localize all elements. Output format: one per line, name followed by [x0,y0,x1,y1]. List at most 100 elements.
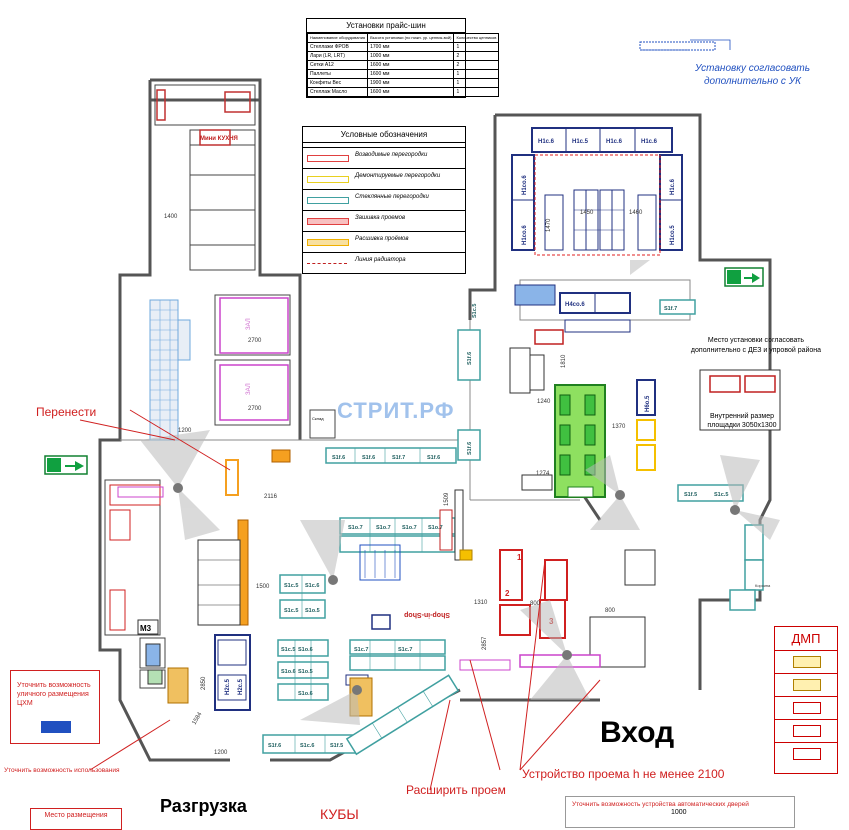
doors-note: Уточнить возможность устройства автомати… [572,801,749,808]
dmp-item [775,720,837,743]
dmp-item [775,651,837,674]
shelf-label: H2c.5 [225,678,231,695]
cell: Паллеты [306,69,369,79]
s-label: S1c.6 [305,583,319,589]
opening-note: Устройство проема h не менее 2100 [522,767,725,781]
dim: 2857 [482,636,488,650]
svg-text:ЗАЛ: ЗАЛ [246,318,252,330]
legend-item: Стеклянные перегородки [303,189,465,210]
legend-title: Условные обозначения [303,127,465,143]
s-label: S1c.5 [714,492,728,498]
cell: 1600 мм [367,60,455,70]
s-label: S1o.5 [305,608,320,614]
legend-label: Возводимые перегородки [355,152,428,158]
note-uk: Установку согласовать дополнительно с УК [694,63,811,87]
place-box: Место размещения [30,808,122,830]
cell: 1900 мм [367,78,455,88]
dim: 1460 [629,210,643,216]
place-note: Место размещения [44,812,108,819]
dmp-item [775,743,837,765]
basket-label: Корзина [755,583,771,588]
legend-item: Расшивка проёмов [303,231,465,252]
shelf-label: H4co.6 [565,302,585,308]
note-inner-size: Внутренний размер площадки 3050х1300 [707,413,777,429]
shelf-label: H1c.6 [538,139,555,145]
s-label: S1f.5 [330,743,343,749]
dim: 2850 [201,676,207,690]
tsxm-icon [41,721,71,733]
s-label: S1f.7 [392,455,405,461]
cell: 1 [453,78,500,88]
tsxm-note: Уточнить возможность уличного размещения… [17,682,91,707]
s-label: S1f.6 [332,455,345,461]
s-label: S1f.7 [664,306,677,312]
shelf-label: H1c.6 [670,178,676,195]
shelf-label: H2c.5 [238,678,244,695]
dim: 800 [530,601,541,607]
legend-item: Возводимые перегородки [303,147,465,168]
s-label: S1f.5 [684,492,697,498]
dim: 1450 [580,210,594,216]
svg-text:1: 1 [517,553,522,562]
watermark: СТРИТ.РФ [337,398,455,423]
s-label: S1o.5 [298,669,313,675]
shelf-label: H1co.6 [522,175,528,195]
cell: Конфеты Вес [306,78,369,88]
s-label: S1c.5 [284,583,298,589]
cell: 1700 мм [367,42,455,52]
s-label: S1c.5 [472,304,478,318]
legend: Условные обозначения Возводимые перегоро… [302,126,466,274]
s-label: S1c.7 [354,647,368,653]
s-label: S1o.7 [376,525,391,531]
dmp-legend: ДМП [774,626,838,774]
m3-label: М3 [140,624,152,633]
cell: 1 [453,87,500,97]
cell: 2 [453,51,500,61]
s-label: S1o.6 [298,691,313,697]
cell: 2 [453,60,500,70]
s-label: S1c.6 [300,743,314,749]
shelf-label: H1co.5 [670,225,676,245]
widen-note: Расширить проем [406,783,506,797]
dim: 2700 [248,338,262,344]
cell: 1 [453,42,500,52]
legend-item: Демонтируемые перегородки [303,168,465,189]
legend-label: Демонтируемые перегородки [355,173,441,179]
shop-in-shop-label: Shop-in-Shop [404,611,450,618]
dim: 1509 [444,492,450,506]
cell: Лари (LR, LRT) [306,51,369,61]
dim: 2700 [248,406,262,412]
dim: 1200 [178,428,192,434]
s-label: S1f.6 [467,442,473,455]
s-label: S1o.6 [298,647,313,653]
shelf-label: H6o.5 [645,395,651,412]
shelf-label: H1co.6 [522,225,528,245]
dim-1000: 1000 [671,809,687,816]
exit-sign-left [44,455,88,475]
s-label: S1o.6 [281,669,296,675]
cell: 1 [453,69,500,79]
dim: 1400 [164,214,178,220]
col-header: Количество ценников [453,33,500,43]
legend-item: Линия радиатора [303,252,465,273]
cell: 1600 мм [367,69,455,79]
dmp-item [775,697,837,720]
s-label: S1f.6 [427,455,440,461]
shelf-label: H1c.5 [572,139,589,145]
dim: 1200 [214,750,228,756]
dim: 1310 [474,600,488,606]
s-label: S1c.5 [281,647,295,653]
price-table-title: Установки прайс-шин [307,19,465,33]
s-label: S1f.6 [467,352,473,365]
legend-item: Зашивка проемов [303,210,465,231]
svg-text:Склад: Склад [312,416,324,421]
dim: 1470 [546,218,552,232]
entrance-label: Вход [600,716,675,749]
dim: 1240 [537,399,551,405]
shelf-label: H1c.6 [606,139,623,145]
s-label: S1o.7 [428,525,443,531]
shelf-label: H1c.6 [641,139,658,145]
dim: 1810 [561,354,567,368]
